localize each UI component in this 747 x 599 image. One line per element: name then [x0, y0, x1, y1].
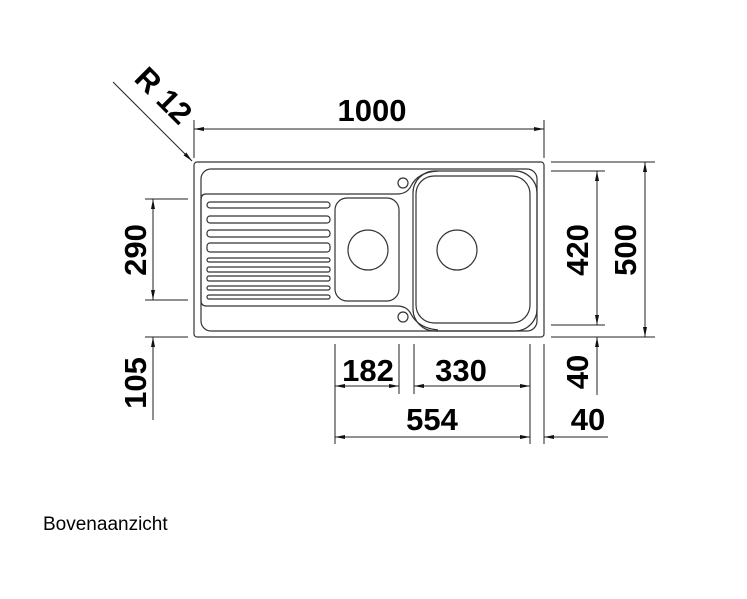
- dim-bowls-span-label: 554: [406, 402, 458, 437]
- dim-left: 290 105: [118, 198, 188, 420]
- sink-outline: [193, 161, 545, 338]
- dim-total-width-label: 1000: [338, 93, 407, 128]
- dim-small-bowl-label: 182: [342, 353, 394, 388]
- dim-drainer-depth-label: 290: [118, 224, 153, 276]
- large-drain-icon: [436, 229, 478, 271]
- overflow-icon: [397, 177, 409, 189]
- dim-bottom: 182 330 554 40: [334, 344, 608, 444]
- dim-total-depth-label: 500: [608, 224, 643, 276]
- overflow-icon: [397, 311, 409, 323]
- dim-front-offset-label: 105: [118, 357, 153, 409]
- drainer-ribs: [206, 201, 331, 300]
- dim-radius: R 12: [112, 60, 199, 162]
- drainer-board: [200, 170, 439, 331]
- dim-large-bowl-label: 330: [435, 353, 487, 388]
- dim-rear-margin-label: 40: [560, 355, 595, 389]
- dim-right: 420 500 40: [551, 161, 655, 395]
- dim-bowl-depth-label: 420: [560, 224, 595, 276]
- dim-radius-label: R 12: [128, 60, 199, 131]
- large-bowl: [412, 170, 538, 332]
- small-bowl: [334, 197, 400, 302]
- dim-total-width: 1000: [193, 93, 545, 158]
- view-caption: Bovenaanzicht: [43, 514, 168, 535]
- small-drain-icon: [347, 229, 389, 271]
- dim-side-margin-label: 40: [571, 402, 605, 437]
